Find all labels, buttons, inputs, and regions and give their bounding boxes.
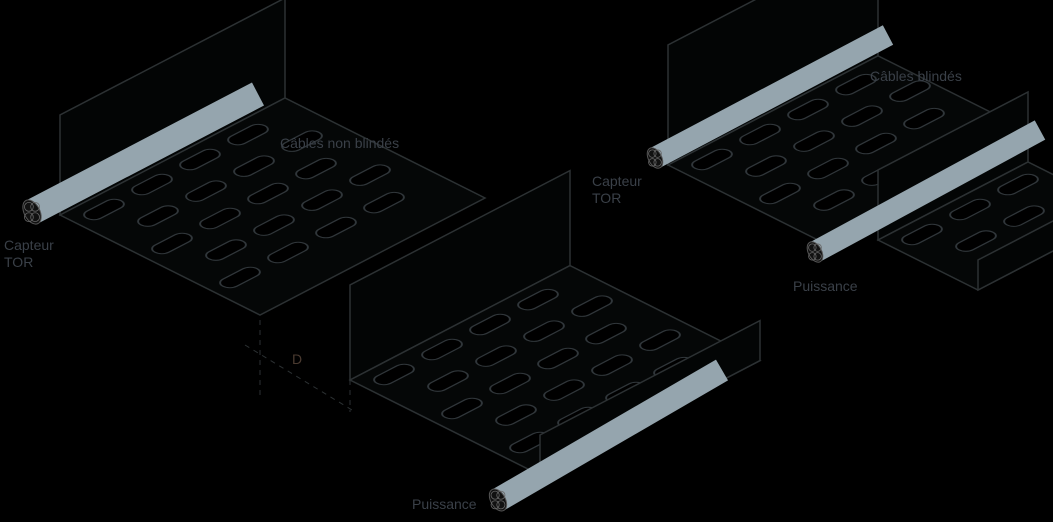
conductor-icon <box>490 490 500 500</box>
slot <box>691 148 733 171</box>
slot <box>131 173 173 196</box>
slot <box>253 214 295 236</box>
slot <box>427 370 469 392</box>
slot <box>835 73 877 96</box>
tray-lower-right-slots <box>901 173 1045 252</box>
label-shielded-cables: Câbles blindés <box>870 68 962 84</box>
tray-lower-right-front-wall <box>977 220 1053 292</box>
slot <box>955 230 997 252</box>
slot <box>475 345 517 367</box>
slot <box>543 379 585 401</box>
slot <box>739 123 781 146</box>
slot <box>281 130 323 152</box>
slot <box>363 191 405 214</box>
dimension-line-d <box>244 344 353 411</box>
slot <box>469 313 511 336</box>
slot <box>639 329 681 351</box>
conductor-icon <box>813 243 822 252</box>
conductor-icon <box>648 149 657 158</box>
tray-upper-left-slots <box>83 123 405 289</box>
slot <box>813 189 855 211</box>
slot <box>855 132 897 155</box>
slot <box>745 155 787 177</box>
slot <box>233 155 275 177</box>
slot <box>199 207 241 230</box>
slot <box>759 182 801 205</box>
label-unshielded-cables: Câbles non blindés <box>280 135 400 151</box>
slot <box>179 148 221 171</box>
slot <box>151 232 193 255</box>
slot <box>315 216 357 239</box>
sensor-cable-right <box>649 25 894 168</box>
conductor-icon <box>496 500 506 510</box>
slot <box>421 338 463 361</box>
label-sensor-line2: TOR <box>4 254 34 270</box>
slot <box>295 157 337 180</box>
conductor-icon <box>813 252 822 261</box>
slot <box>841 105 883 127</box>
slot <box>997 173 1039 196</box>
conductor-icon <box>808 252 817 261</box>
label-sensor-right: Capteur TOR <box>592 173 642 207</box>
sensor-cable-left-end-icon <box>22 199 42 225</box>
conductor-icon <box>24 212 34 223</box>
power-cable-right-end-icon <box>806 241 824 263</box>
label-sensor-line1: Capteur <box>4 237 54 253</box>
slot <box>787 98 829 121</box>
conductor-icon <box>653 158 662 167</box>
label-distance: D <box>292 351 303 367</box>
slot <box>495 404 537 426</box>
sensor-cable-left <box>25 82 265 224</box>
slot <box>205 239 247 261</box>
slot <box>903 107 945 130</box>
slot <box>219 266 261 289</box>
slot <box>247 182 289 205</box>
label-sensor-line1: Capteur <box>592 173 642 189</box>
label-power-right: Puissance <box>793 278 858 294</box>
slot <box>301 189 343 211</box>
power-cable-left-end-icon <box>488 488 508 512</box>
slot <box>1003 205 1045 227</box>
conductor-icon <box>24 201 34 212</box>
slot <box>949 198 991 221</box>
slot <box>441 397 483 420</box>
conductor-icon <box>648 158 657 167</box>
slot <box>489 372 531 395</box>
slot <box>901 223 943 246</box>
slot <box>807 157 849 180</box>
label-sensor-line2: TOR <box>592 190 622 206</box>
conductor-icon <box>808 243 817 252</box>
conductor-icon <box>496 490 506 500</box>
slot <box>523 320 565 342</box>
power-cable-right <box>809 120 1046 262</box>
slot <box>571 295 613 317</box>
slot <box>137 205 179 227</box>
conductor-icon <box>30 212 40 223</box>
slot <box>889 80 931 102</box>
power-cable-left <box>491 359 729 511</box>
slot <box>349 164 391 186</box>
slot <box>793 130 835 152</box>
slot <box>83 198 125 221</box>
slot <box>267 241 309 264</box>
tray-upper-left-floor <box>58 97 487 316</box>
slot <box>373 363 415 386</box>
slot <box>585 322 627 345</box>
label-power-left: Puissance <box>412 496 477 512</box>
slot <box>227 123 269 146</box>
conductor-icon <box>653 149 662 158</box>
conductor-icon <box>30 201 40 212</box>
slot <box>591 354 633 376</box>
slot <box>517 288 559 311</box>
label-sensor-left: Capteur TOR <box>4 237 54 271</box>
slot <box>537 347 579 370</box>
slot <box>185 180 227 202</box>
conductor-icon <box>490 500 500 510</box>
